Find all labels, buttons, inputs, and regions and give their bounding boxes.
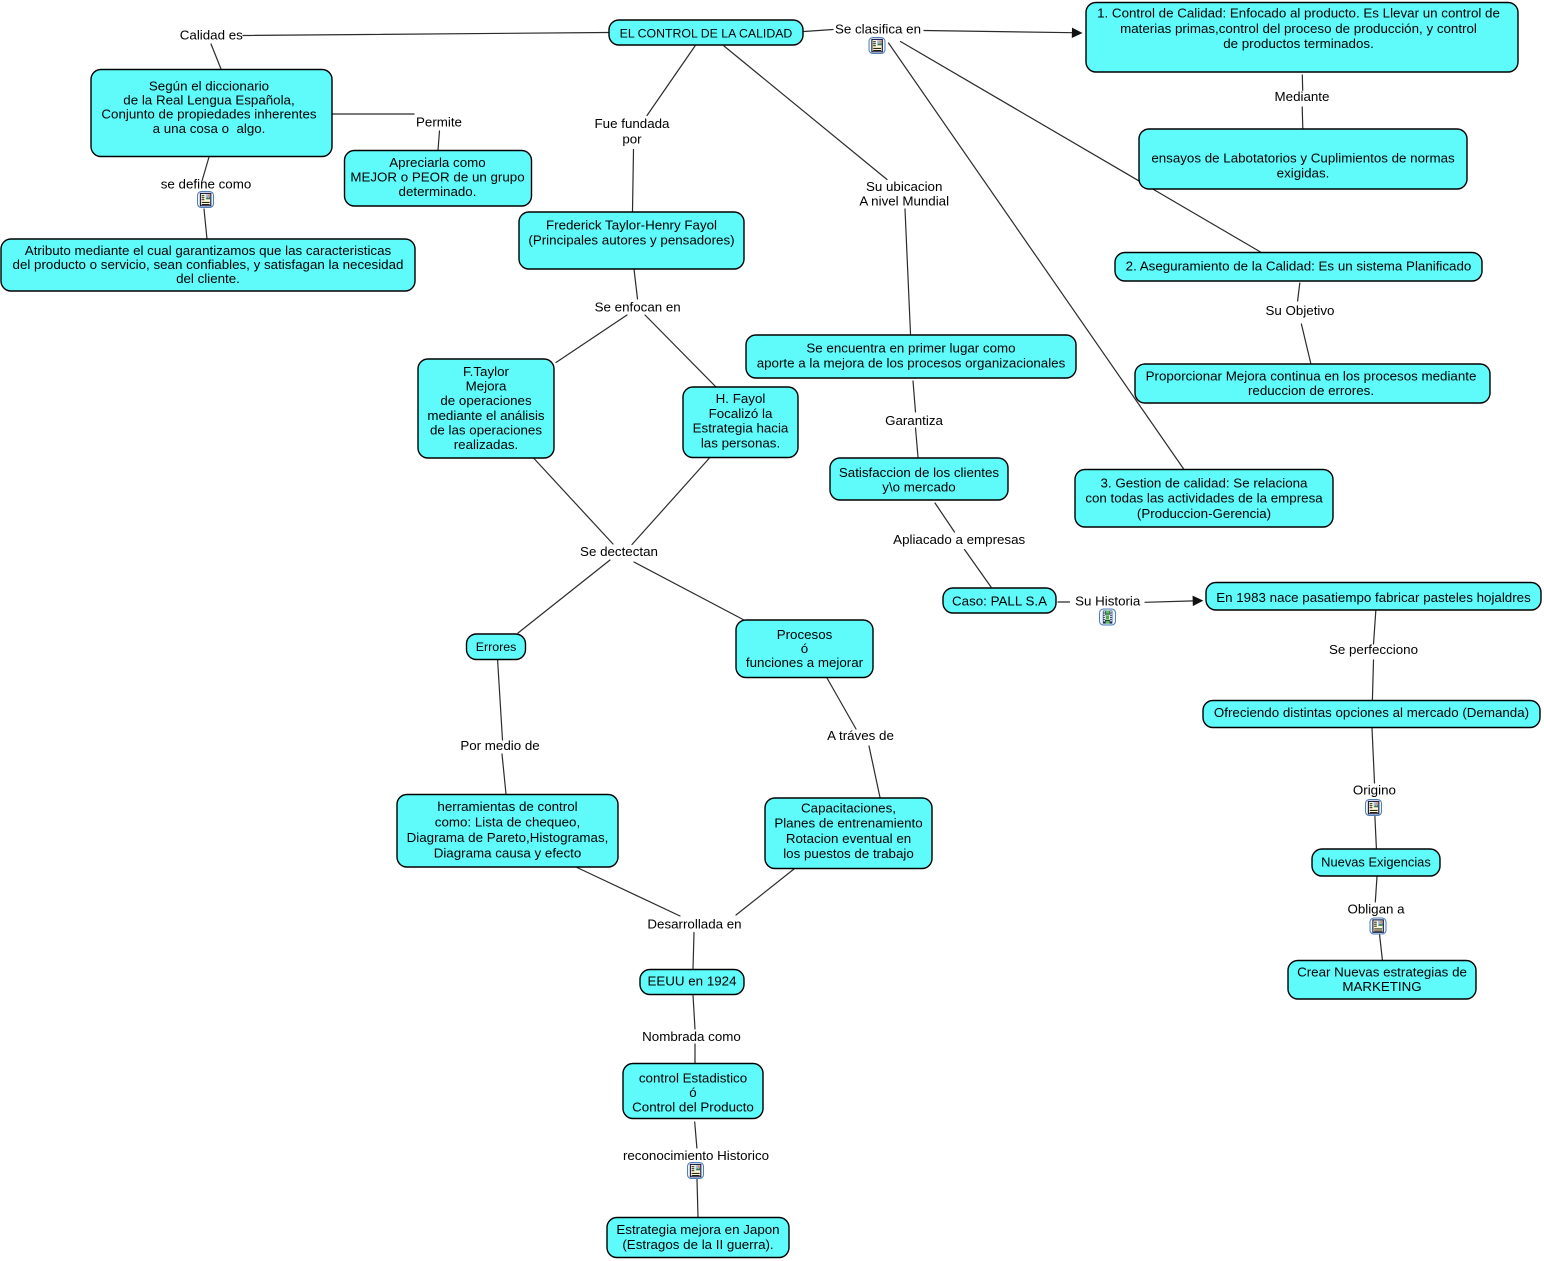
svg-text:EEUU en 1924: EEUU en 1924 — [647, 973, 737, 988]
svg-text:Frederick Taylor-Henry Fayol(P: Frederick Taylor-Henry Fayol(Principales… — [528, 218, 734, 248]
svg-text:Se clasifica en: Se clasifica en — [835, 22, 921, 37]
svg-text:EL CONTROL DE LA CALIDAD: EL CONTROL DE LA CALIDAD — [620, 27, 793, 41]
svg-text:Se dectectan: Se dectectan — [580, 544, 658, 559]
svg-text:A tráves de: A tráves de — [827, 728, 894, 743]
svg-text:Origino: Origino — [1353, 783, 1396, 798]
svg-text:1. Control de Calidad: Enfocad: 1. Control de Calidad: Enfocado al produ… — [1097, 5, 1500, 51]
svg-text:Permite: Permite — [416, 115, 462, 130]
svg-text:Errores: Errores — [476, 640, 517, 654]
svg-text:Proporcionar Mejora continua e: Proporcionar Mejora continua en los proc… — [1146, 368, 1477, 398]
svg-text:Se perfecciono: Se perfecciono — [1329, 642, 1418, 657]
svg-text:Nombrada como: Nombrada como — [642, 1029, 741, 1044]
svg-text:Capacitaciones,Planes de entre: Capacitaciones,Planes de entrenamientoRo… — [774, 801, 922, 862]
svg-text:Atributo mediante el cual gara: Atributo mediante el cual garantizamos q… — [13, 243, 404, 286]
svg-text:Su Objetivo: Su Objetivo — [1266, 303, 1335, 318]
svg-text:reconocimiento Historico: reconocimiento Historico — [623, 1148, 769, 1163]
svg-text:Por medio de: Por medio de — [460, 738, 539, 753]
svg-text:Se encuentra en primer lugar c: Se encuentra en primer lugar comoaporte … — [757, 341, 1066, 371]
svg-text:Apliacado a empresas: Apliacado a empresas — [893, 532, 1025, 547]
svg-text:En 1983 nace pasatiempo fabric: En 1983 nace pasatiempo fabricar pastele… — [1216, 590, 1531, 605]
svg-text:Nuevas Exigencias: Nuevas Exigencias — [1321, 854, 1431, 869]
svg-text:Desarrollada en: Desarrollada en — [647, 916, 741, 931]
svg-text:se define como: se define como — [161, 177, 252, 192]
svg-text:Ofreciendo distintas opciones: Ofreciendo distintas opciones al mercado… — [1214, 705, 1529, 720]
svg-text:Mediante: Mediante — [1275, 89, 1330, 104]
svg-text:Estrategia mejora en Japon(Est: Estrategia mejora en Japon(Estragos de l… — [616, 1222, 779, 1252]
svg-text:Garantiza: Garantiza — [885, 413, 943, 428]
svg-text:2. Aseguramiento de la Calidad: 2. Aseguramiento de la Calidad: Es un si… — [1126, 259, 1472, 274]
svg-text:Calidad es: Calidad es — [180, 28, 243, 43]
svg-text:Se enfocan en: Se enfocan en — [595, 299, 681, 314]
svg-text:ensayos de Labotatorios y Cupl: ensayos de Labotatorios y Cuplimientos d… — [1151, 151, 1455, 181]
svg-text:Caso: PALL S.A: Caso: PALL S.A — [952, 593, 1047, 608]
svg-text:Obligan a: Obligan a — [1347, 901, 1405, 916]
svg-text:Su Historia: Su Historia — [1075, 593, 1141, 608]
